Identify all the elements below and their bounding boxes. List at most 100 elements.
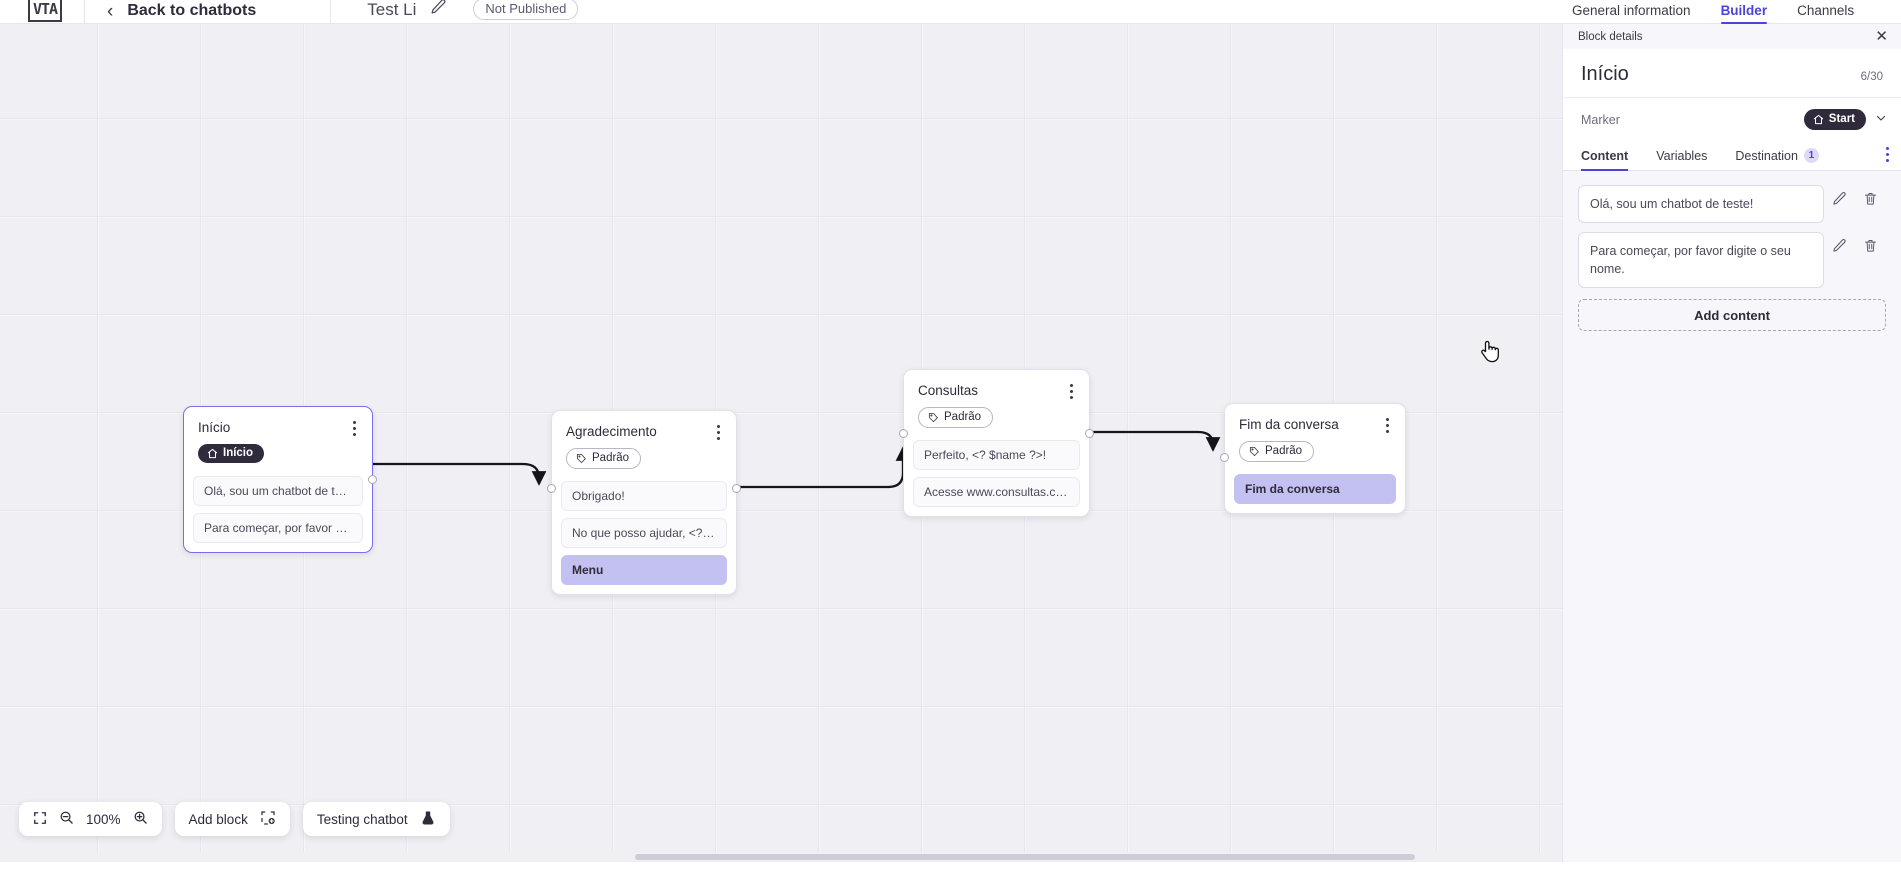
- tag-icon: [1249, 446, 1259, 456]
- delete-content-icon[interactable]: [1855, 191, 1886, 206]
- node-title: Consultas: [918, 383, 979, 398]
- node-tag-padrao: Padrão: [918, 407, 994, 428]
- node-tag-label: Padrão: [1265, 445, 1303, 457]
- testing-chatbot-button[interactable]: Testing chatbot: [302, 802, 450, 836]
- node-tag-area: Padrão: [904, 398, 1089, 440]
- node-menu-icon[interactable]: [711, 423, 725, 441]
- node-row-end[interactable]: Fim da conversa: [1234, 474, 1396, 504]
- flow-node-fim-da-conversa[interactable]: Fim da conversa Padrão Fim da conversa: [1220, 403, 1406, 514]
- edge-agradecimento-consultas: [737, 446, 911, 489]
- node-tag-label: Padrão: [592, 452, 630, 464]
- content-text[interactable]: Para começar, por favor digite o seu nom…: [1578, 232, 1824, 289]
- marker-row: Marker Start: [1563, 98, 1901, 141]
- node-tag-area: Padrão: [1225, 432, 1405, 474]
- page-title: Test Li: [367, 0, 417, 19]
- node-menu-icon[interactable]: [347, 419, 361, 437]
- canvas-toolbar: 100% Add block Testing chatbot: [0, 802, 450, 836]
- content-item-actions: [1824, 185, 1886, 206]
- node-port-right[interactable]: [368, 475, 377, 485]
- panel-tab-label: Variables: [1656, 149, 1708, 163]
- node-rows: Olá, sou um chatbot de teste! Para começ…: [184, 475, 372, 552]
- header-tabs: General information Builder Channels: [1562, 0, 1901, 24]
- panel-tabs-menu-icon[interactable]: [1886, 147, 1889, 162]
- tab-builder[interactable]: Builder: [1720, 3, 1767, 24]
- flow-node-consultas[interactable]: Consultas Padrão Perfeito, <? $name ?>! …: [899, 369, 1094, 517]
- flow-canvas[interactable]: Início Início Olá, sou um chatbot de tes…: [0, 24, 1562, 862]
- content-item-actions: [1824, 232, 1886, 253]
- node-header: Início: [184, 407, 372, 437]
- content-text[interactable]: Olá, sou um chatbot de teste!: [1578, 185, 1824, 224]
- node-tag-label: Início: [223, 447, 254, 459]
- node-tag-area: Padrão: [552, 439, 736, 481]
- edit-pencil-icon[interactable]: [430, 0, 447, 20]
- zoom-controls: 100%: [19, 802, 162, 836]
- tag-icon: [928, 412, 938, 422]
- zoom-out-icon[interactable]: [59, 810, 74, 828]
- node-port-left[interactable]: [1220, 453, 1229, 462]
- flow-node-inicio[interactable]: Início Início Olá, sou um chatbot de tes…: [183, 406, 377, 553]
- zoom-level: 100%: [86, 811, 121, 827]
- panel-content-area: Olá, sou um chatbot de teste! Para começ…: [1563, 171, 1901, 862]
- node-title: Fim da conversa: [1239, 417, 1339, 432]
- flow-node-agradecimento[interactable]: Agradecimento Padrão Obrigado! No que po…: [547, 410, 741, 595]
- node-tag-start: Início: [198, 444, 265, 463]
- marker-select[interactable]: Start: [1803, 109, 1887, 130]
- node-tag-padrao: Padrão: [1239, 441, 1315, 462]
- node-title: Início: [198, 420, 231, 435]
- add-block-icon: [260, 810, 276, 829]
- node-rows: Obrigado! No que posso ajudar, <? $name …: [552, 481, 736, 594]
- top-header: VTA ‹ Back to chatbots Test Li Not Publi…: [0, 0, 1562, 24]
- vtex-logo-icon[interactable]: VTA: [28, 0, 62, 22]
- tab-channels[interactable]: Channels: [1797, 3, 1855, 18]
- node-port-left[interactable]: [547, 484, 556, 493]
- node-port-right[interactable]: [732, 484, 741, 493]
- node-row[interactable]: Perfeito, <? $name ?>!: [913, 440, 1080, 470]
- node-tag-area: Início: [184, 435, 372, 476]
- node-rows: Fim da conversa: [1225, 474, 1405, 513]
- tab-general-information[interactable]: General information: [1572, 3, 1691, 18]
- node-tag-padrao: Padrão: [566, 448, 642, 469]
- add-content-button[interactable]: Add content: [1578, 299, 1886, 332]
- node-row-menu[interactable]: Menu: [561, 555, 727, 585]
- node-header: Consultas: [904, 370, 1089, 400]
- node-menu-icon[interactable]: [1380, 416, 1394, 434]
- chevron-left-icon[interactable]: ‹: [107, 1, 114, 22]
- node-row[interactable]: No que posso ajudar, <? $name ...: [561, 518, 727, 548]
- panel-tabs: Content Variables Destination 1: [1563, 141, 1901, 171]
- back-to-chatbots-link[interactable]: Back to chatbots: [127, 2, 257, 19]
- testing-chatbot-label: Testing chatbot: [316, 811, 408, 827]
- node-port-right[interactable]: [1085, 429, 1094, 438]
- marker-start-pill: Start: [1803, 109, 1866, 130]
- node-header: Agradecimento: [552, 411, 736, 441]
- zoom-in-icon[interactable]: [133, 810, 148, 828]
- node-row[interactable]: Acesse www.consultas.com par...: [913, 477, 1080, 507]
- node-tag-label: Padrão: [944, 411, 982, 423]
- panel-counter: 6/30: [1860, 71, 1883, 83]
- node-row[interactable]: Para começar, por favor digite o ...: [193, 512, 363, 543]
- panel-tab-content[interactable]: Content: [1581, 149, 1629, 171]
- block-details-panel: Block details ✕ Início 6/30 Marker Start: [1562, 24, 1901, 862]
- canvas-horizontal-scrollbar[interactable]: [0, 852, 1562, 862]
- delete-content-icon[interactable]: [1855, 238, 1886, 253]
- node-rows: Perfeito, <? $name ?>! Acesse www.consul…: [904, 440, 1089, 516]
- tag-icon: [576, 453, 586, 463]
- edit-content-icon[interactable]: [1824, 238, 1855, 253]
- node-port-left[interactable]: [899, 429, 908, 438]
- edit-content-icon[interactable]: [1824, 191, 1855, 206]
- content-item: Para começar, por favor digite o seu nom…: [1578, 232, 1886, 289]
- panel-tab-destination[interactable]: Destination 1: [1735, 148, 1819, 170]
- destination-count-badge: 1: [1803, 148, 1819, 163]
- flask-icon: [420, 810, 436, 829]
- node-row[interactable]: Obrigado!: [561, 481, 727, 511]
- node-header: Fim da conversa: [1225, 404, 1405, 434]
- panel-tab-variables[interactable]: Variables: [1656, 149, 1707, 170]
- node-menu-icon[interactable]: [1064, 382, 1078, 400]
- marker-value: Start: [1828, 113, 1855, 125]
- close-icon[interactable]: ✕: [1875, 28, 1888, 45]
- add-block-button[interactable]: Add block: [174, 802, 290, 836]
- chevron-down-icon[interactable]: [1875, 112, 1887, 127]
- scrollbar-thumb[interactable]: [635, 854, 1415, 860]
- node-row[interactable]: Olá, sou um chatbot de teste!: [193, 475, 363, 506]
- fit-screen-icon[interactable]: [33, 811, 47, 828]
